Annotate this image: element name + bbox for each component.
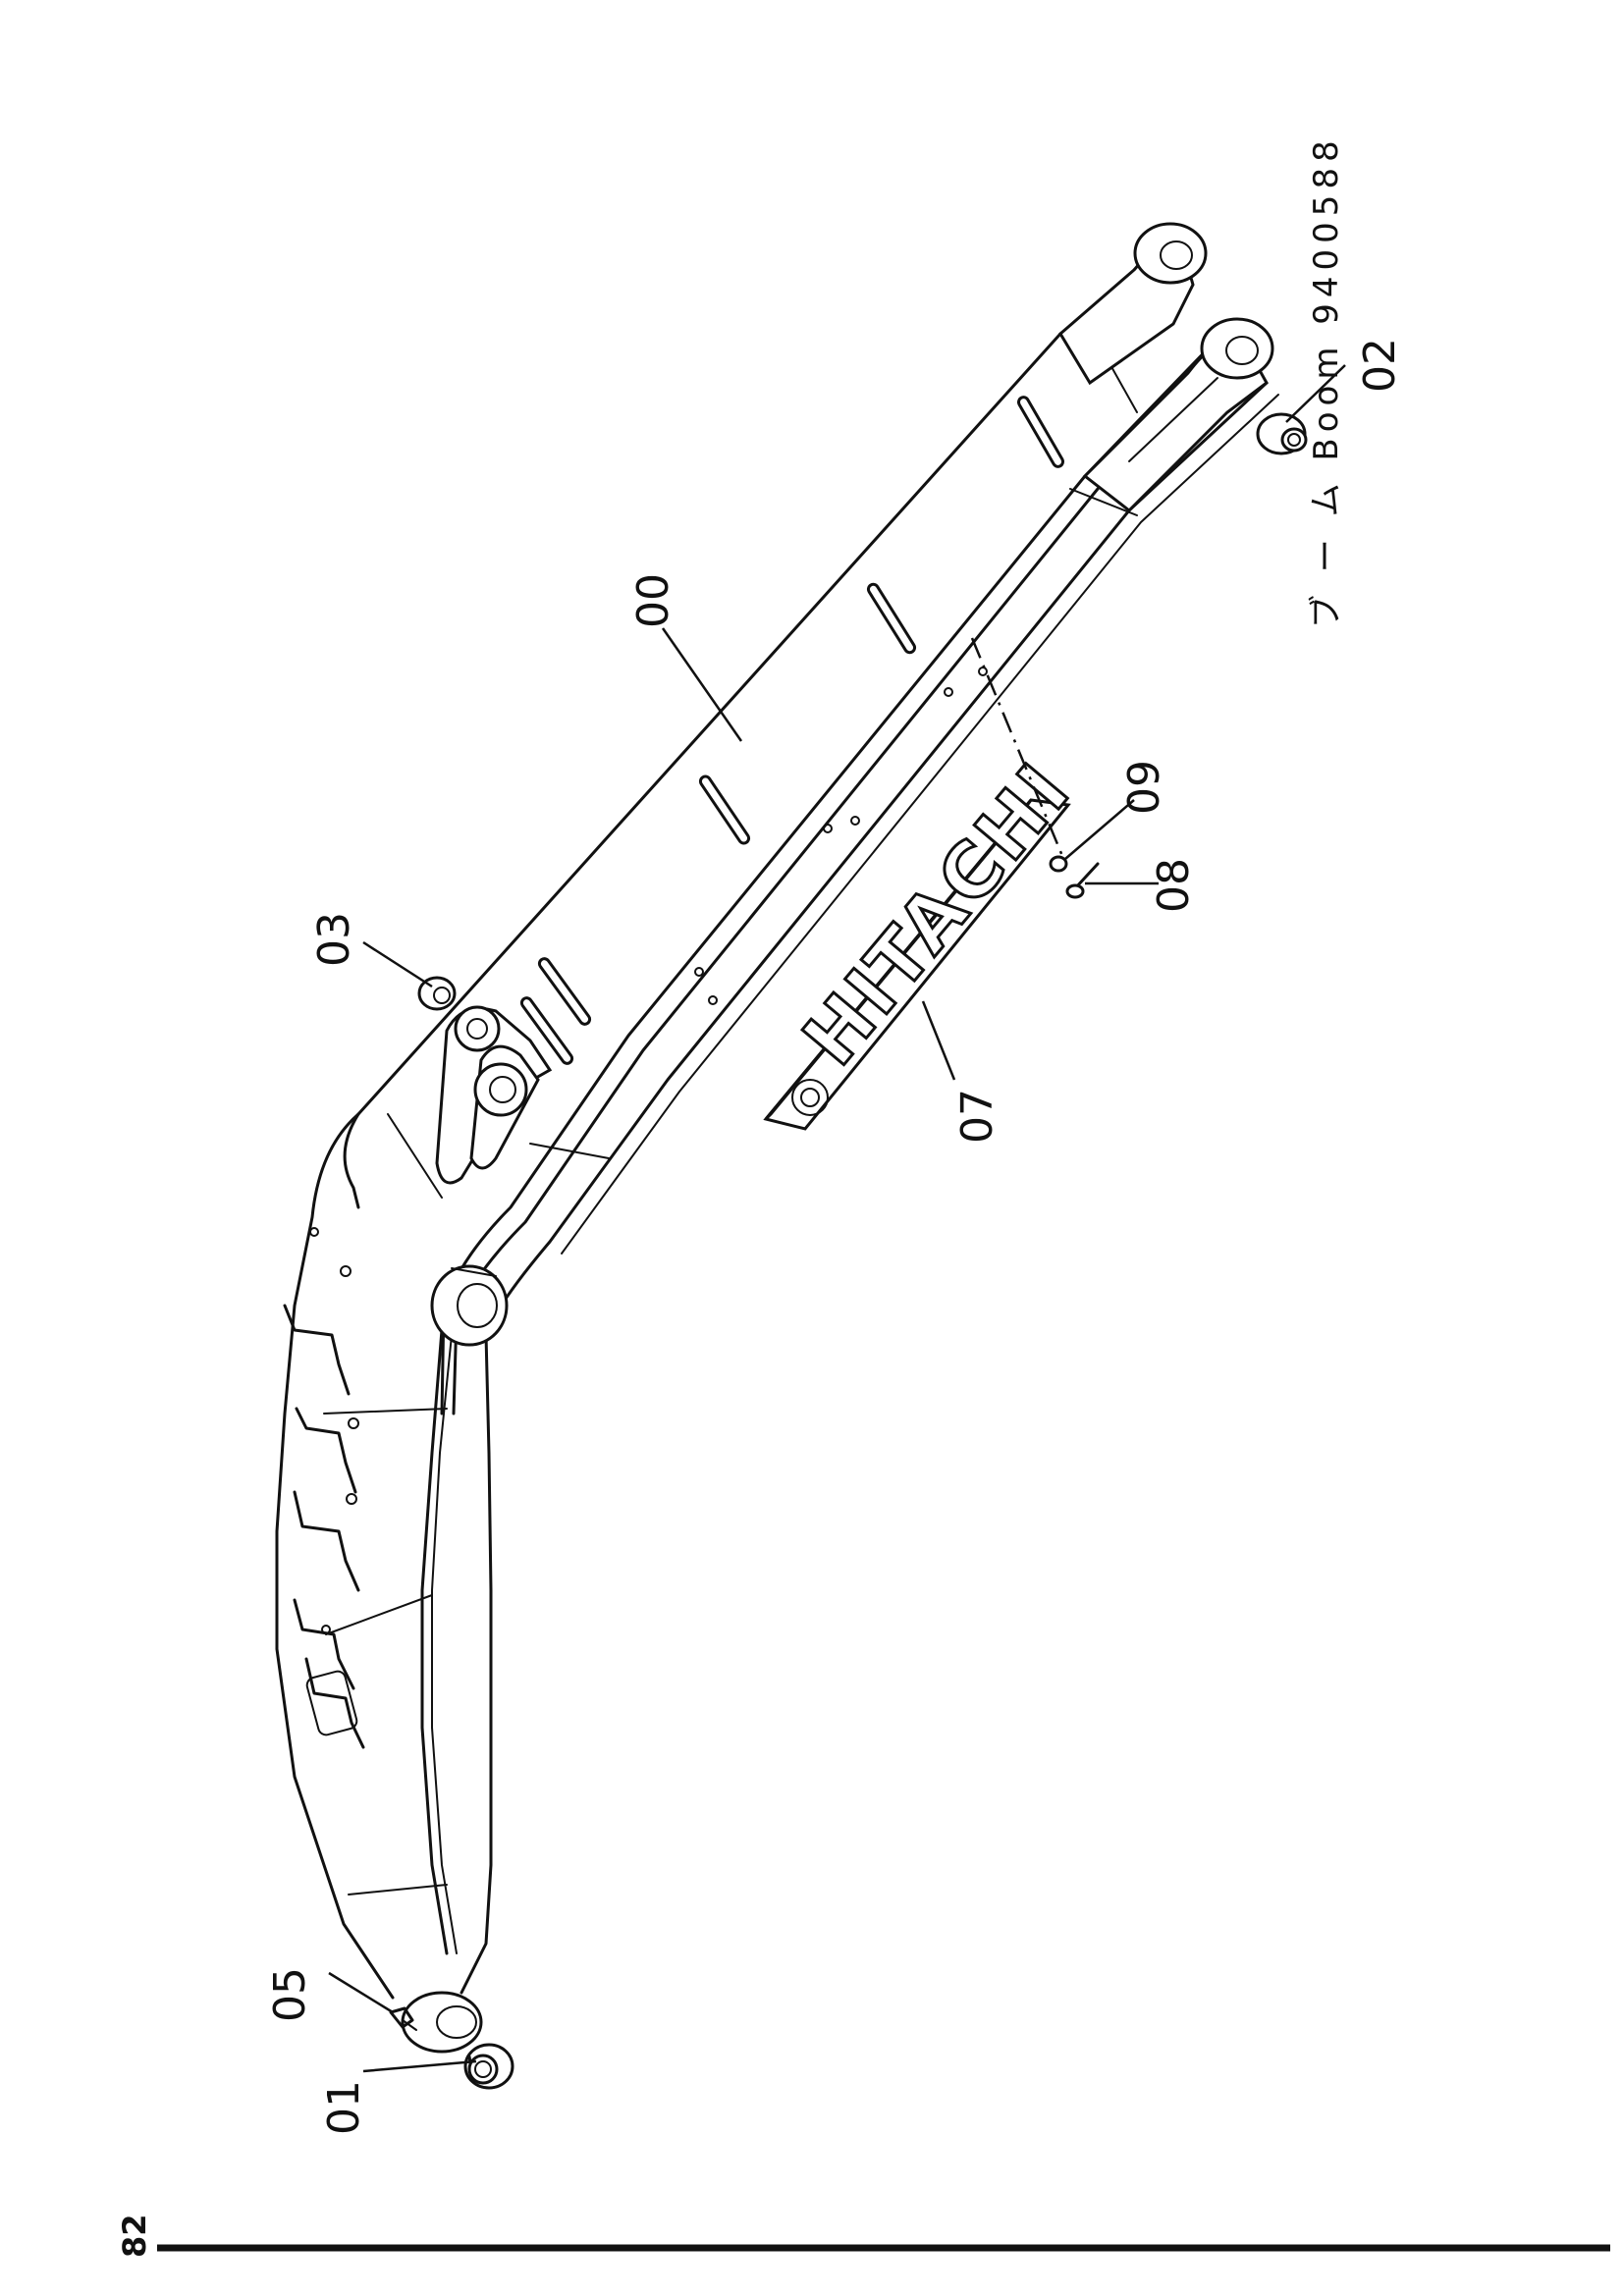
nameplate-text: HITACHI	[786, 745, 1088, 1081]
svg-text:08: 08	[1149, 858, 1199, 913]
callout-01: 01	[319, 2080, 369, 2135]
callout-00: 00	[628, 573, 678, 628]
svg-text:07: 07	[952, 1089, 1002, 1144]
svg-text:02: 02	[1355, 338, 1405, 393]
part-02-bushing	[1256, 412, 1308, 455]
svg-text:03: 03	[309, 912, 359, 967]
svg-text:00: 00	[628, 573, 678, 628]
part-09-washer	[1049, 855, 1068, 873]
callout-05: 05	[265, 1967, 315, 2022]
callout-03: 03	[309, 912, 359, 967]
boom-slots	[309, 396, 1064, 1634]
boom-tip-bracket	[1058, 222, 1274, 512]
pipe-brackets	[283, 1304, 365, 1749]
boom-body	[275, 258, 1279, 2000]
boom-foot-boss	[401, 1991, 483, 2054]
part-05-grease-fitting	[389, 2006, 417, 2031]
part-03-bushing	[417, 976, 457, 1011]
callout-08: 08	[1149, 858, 1199, 913]
page-number-text: 82	[116, 2214, 153, 2258]
svg-text:09: 09	[1119, 760, 1169, 815]
callout-02: 02	[1355, 338, 1405, 393]
page-number: 82	[116, 2214, 153, 2258]
callout-09: 09	[1119, 760, 1169, 815]
boom-cylinder-boss	[430, 1264, 509, 1347]
arm-cylinder-bracket	[435, 1005, 553, 1185]
leader-lines	[328, 364, 1346, 2073]
callout-07: 07	[952, 1089, 1002, 1144]
part-01-bushing	[463, 2043, 514, 2090]
part-08-screw	[1065, 862, 1100, 899]
svg-text:01: 01	[319, 2080, 369, 2135]
svg-text:05: 05	[265, 1967, 315, 2022]
